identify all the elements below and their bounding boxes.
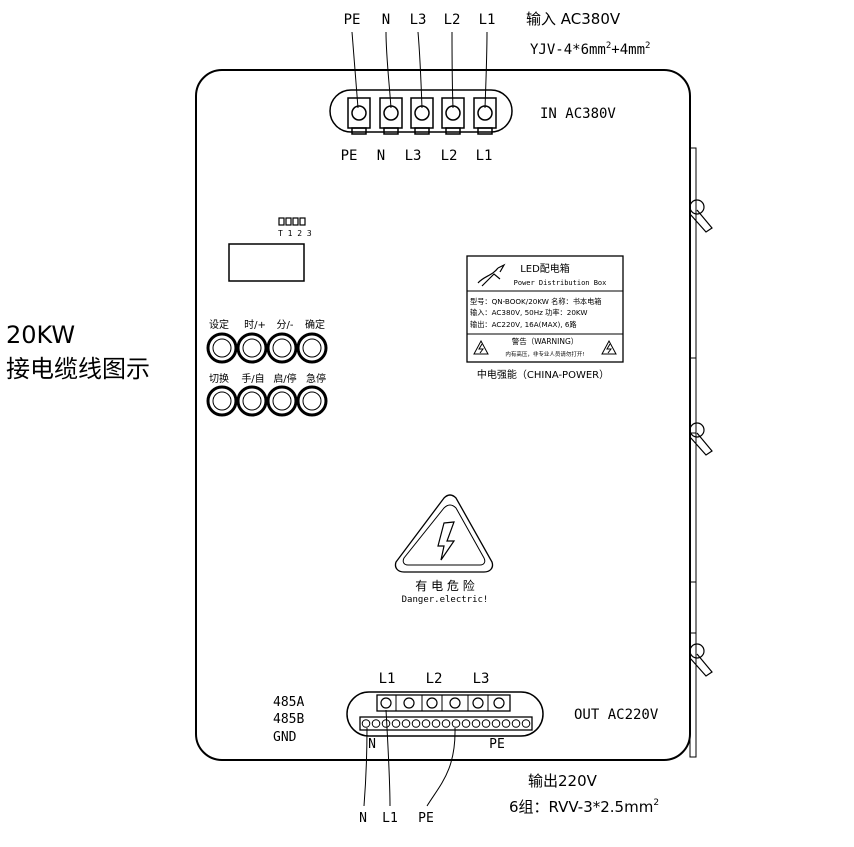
nameplate-input: 输入：AC380V, 50Hz 功率：20KW — [470, 308, 587, 317]
enclosure — [195, 69, 697, 761]
terminal-label-n: N — [377, 148, 385, 164]
output-phase-l3: L3 — [473, 671, 490, 687]
switch-button[interactable] — [206, 385, 238, 417]
bus-label-n: N — [368, 737, 376, 752]
indicator-leds — [278, 217, 306, 226]
output-phase-l1: L1 — [379, 671, 396, 687]
input-terminal — [441, 97, 465, 135]
wire-top-l2: L2 — [444, 12, 461, 28]
output-terminal-block — [346, 691, 544, 737]
terminal-label-l1: L1 — [476, 148, 493, 164]
set-button[interactable] — [206, 332, 238, 364]
input-terminal — [410, 97, 434, 135]
danger-label-cn: 有 电 危 险 — [415, 578, 474, 593]
phase-screws — [380, 697, 505, 709]
output-cable-spec: 6组：RVV-3*2.5mm2 — [509, 798, 659, 816]
input-cable-sup1: 2 — [606, 41, 611, 51]
input-terminal — [473, 97, 497, 135]
comm-485a: 485A — [273, 695, 304, 710]
diagram-caption: 接电缆线图示 — [6, 355, 150, 383]
nameplate-title-en: Power Distribution Box — [514, 279, 607, 287]
comm-gnd: GND — [273, 730, 297, 745]
nameplate-model: 型号：QN-BOOK/20KW 名称：书本电箱 — [470, 297, 602, 306]
output-phase-l2: L2 — [426, 671, 443, 687]
start-stop-button[interactable] — [266, 385, 298, 417]
wire-bottom-l1: L1 — [382, 811, 398, 826]
emergency-stop-button[interactable] — [296, 385, 328, 417]
nameplate-warning-text: 内有高压，非专业人员请勿打开! — [505, 350, 584, 358]
output-wires — [363, 709, 456, 807]
button-row-1 — [206, 332, 328, 364]
hinge-icon — [689, 422, 713, 456]
nameplate: LED配电箱 Power Distribution Box 型号：QN-BOOK… — [466, 255, 624, 363]
input-cable-sup2: 2 — [645, 41, 650, 51]
button-label-manual-auto: 手/自 — [241, 372, 264, 385]
manufacturer-label: 中电强能（CHINA-POWER） — [477, 368, 609, 381]
button-label-emergency: 急停 — [306, 372, 326, 385]
input-box-label: IN AC380V — [540, 106, 616, 122]
hour-plus-button[interactable] — [236, 332, 268, 364]
wire-top-n: N — [382, 12, 390, 28]
manual-auto-button[interactable] — [236, 385, 268, 417]
wire-bottom-pe: PE — [418, 811, 434, 826]
confirm-button[interactable] — [296, 332, 328, 364]
wire-top-l3: L3 — [410, 12, 427, 28]
bus-screws — [361, 719, 531, 728]
power-rating-label: 20KW — [6, 321, 76, 349]
comm-485b: 485B — [273, 712, 304, 727]
button-label-switch: 切换 — [209, 372, 229, 385]
brand-logo — [477, 263, 506, 287]
button-label-start-stop: 启/停 — [273, 372, 296, 385]
bus-label-pe: PE — [489, 737, 505, 752]
minute-minus-button[interactable] — [266, 332, 298, 364]
output-cable-prefix: 6组：RVV-3*2.5mm — [509, 798, 653, 816]
wire-top-pe: PE — [344, 12, 361, 28]
button-label-hour: 时/+ — [244, 319, 266, 331]
terminal-label-pe: PE — [341, 148, 358, 164]
wire-bottom-n: N — [359, 811, 367, 826]
input-terminal-block — [329, 89, 513, 135]
nameplate-output: 输出：AC220V, 16A(MAX), 6路 — [470, 320, 577, 329]
input-terminal — [347, 97, 371, 135]
hinge-icon — [689, 643, 713, 677]
input-title: 输入 AC380V — [526, 10, 621, 28]
nameplate-title-cn: LED配电箱 — [520, 262, 570, 275]
high-voltage-icon — [394, 494, 494, 573]
input-cable-prefix: YJV-4*6mm — [530, 42, 606, 58]
button-row-2 — [206, 385, 328, 417]
button-label-confirm: 确定 — [305, 318, 325, 331]
input-cable-mid: +4mm — [611, 42, 645, 58]
output-cable-sup: 2 — [653, 798, 659, 808]
display-screen — [228, 243, 305, 282]
hinge-icon — [689, 199, 713, 233]
button-label-minute: 分/- — [277, 319, 294, 331]
indicator-labels: T 1 2 3 — [278, 229, 312, 238]
wire-top-l1: L1 — [479, 12, 496, 28]
door-hinges — [689, 199, 713, 677]
side-title: 20KW 接电缆线图示 — [6, 318, 150, 386]
input-cable-spec: YJV-4*6mm2+4mm2 — [530, 41, 650, 58]
input-wires — [351, 31, 488, 109]
output-box-label: OUT AC220V — [574, 707, 659, 723]
output-title: 输出220V — [528, 772, 598, 790]
warning-icon — [601, 339, 617, 355]
terminal-label-l3: L3 — [405, 148, 422, 164]
danger-label-en: Danger.electric! — [402, 595, 489, 605]
input-terminal — [379, 97, 403, 135]
nameplate-warning-title: 警告（WARNING） — [512, 336, 579, 346]
button-label-set: 设定 — [209, 318, 229, 331]
warning-icon — [473, 339, 489, 355]
terminal-label-l2: L2 — [441, 148, 458, 164]
